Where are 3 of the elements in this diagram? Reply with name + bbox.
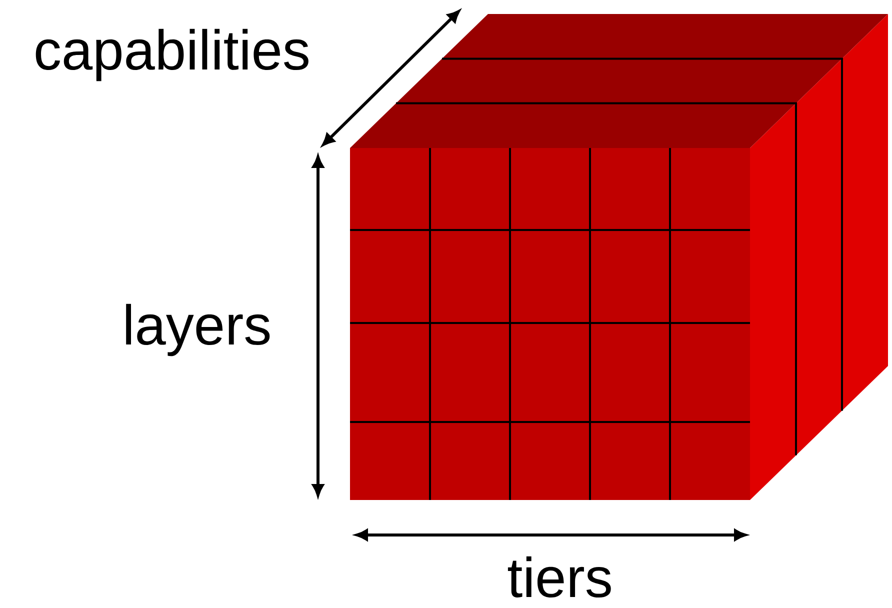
axis-label: tiers bbox=[508, 556, 611, 598]
axis-label: layers bbox=[126, 304, 270, 356]
axis-label: capabilities bbox=[36, 28, 308, 82]
